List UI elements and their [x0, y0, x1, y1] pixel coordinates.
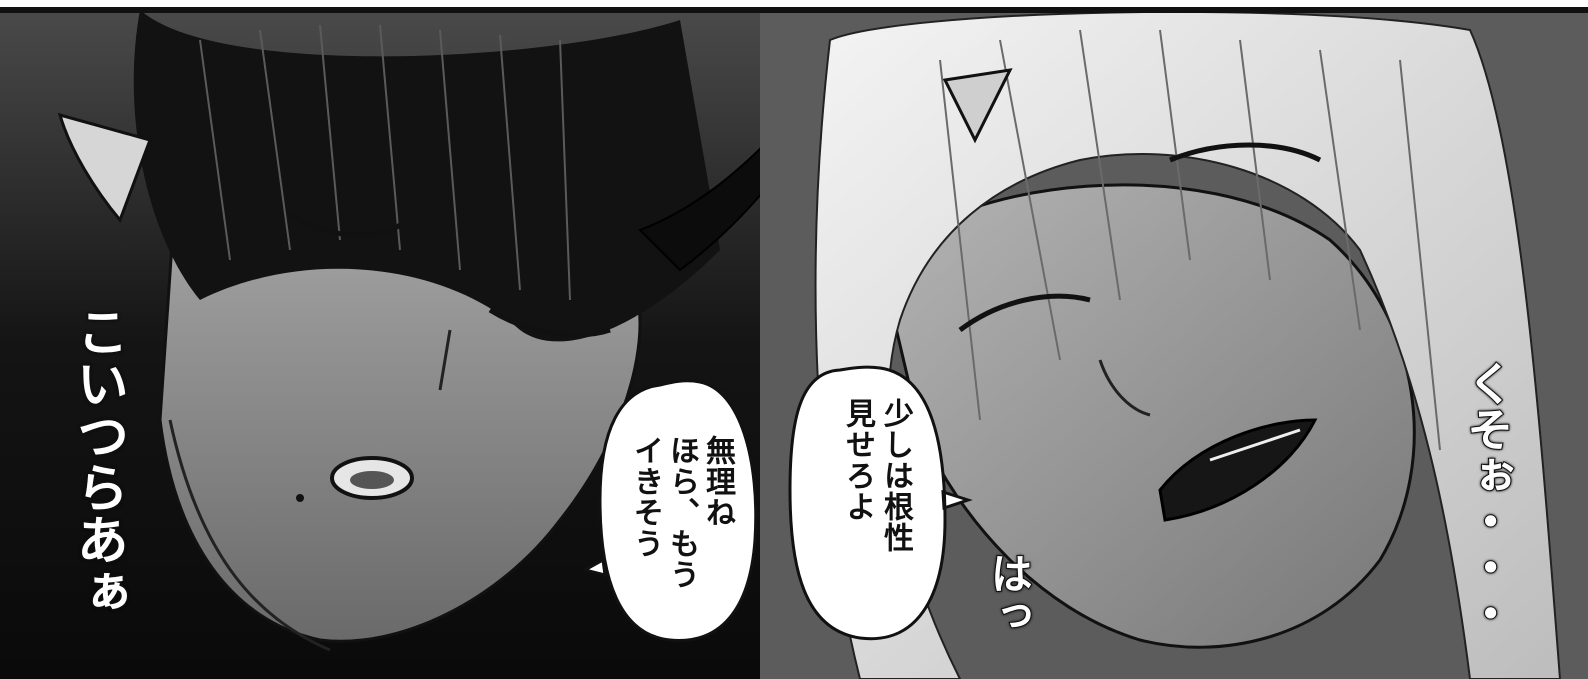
left-bubble-line2: ほら、もう — [664, 435, 699, 590]
left-bubble-line3: イきそう — [628, 435, 663, 559]
sfx-right-text: くそぉ・・・ — [1460, 359, 1516, 637]
right-bubble-line2: 見せろよ — [840, 398, 875, 522]
right-ear-shape — [942, 68, 1013, 144]
sfx-left-text: こいつらあぁ — [66, 304, 128, 618]
left-bubble-line1: 無理ね — [700, 435, 735, 528]
right-speech-bubble-shape — [788, 365, 973, 641]
right-speech-bubble: 少しは根性 見せろよ — [812, 398, 922, 618]
left-ear-shape — [57, 112, 152, 223]
light-haired-character — [760, 10, 1588, 679]
left-speech-bubble-shape — [580, 379, 758, 642]
right-mouth-shape — [1158, 418, 1318, 522]
right-bubble-line1: 少しは根性 — [878, 398, 913, 553]
left-speech-bubble: 無理ね ほら、もう イきそう — [612, 435, 742, 615]
sfx-center-text: はっ — [983, 551, 1034, 637]
dark-haired-character — [0, 10, 861, 679]
